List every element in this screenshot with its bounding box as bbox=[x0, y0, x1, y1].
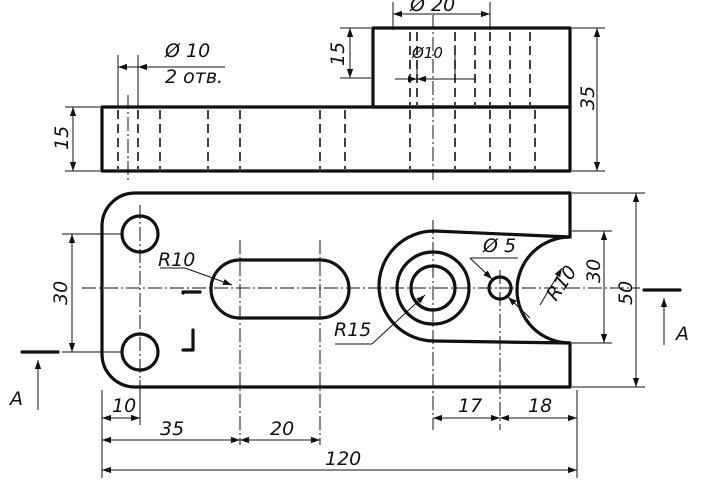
dim-holes-note: 2 отв. bbox=[165, 66, 223, 88]
dim-17: 17 bbox=[433, 395, 500, 422]
dim-120-label: 120 bbox=[325, 448, 361, 470]
dim-120: 120 bbox=[102, 448, 577, 474]
boss-outline bbox=[371, 26, 572, 109]
front-view: Ø 20 Ø10 Ø 10 2 отв. 15 bbox=[51, 0, 605, 180]
dim-holes: Ø 10 2 отв. bbox=[117, 40, 225, 107]
dim-overall-width-label: 50 bbox=[615, 281, 637, 305]
section-mark-right-label: A bbox=[674, 323, 689, 345]
dim-notch-radius: R10 bbox=[539, 262, 582, 306]
dim-18: 18 bbox=[500, 395, 577, 422]
dim-35-label: 35 bbox=[160, 418, 184, 440]
dim-slot-radius-label: R10 bbox=[158, 249, 195, 271]
dim-base-height-label: 15 bbox=[51, 126, 73, 150]
dim-boss-radius: R15 bbox=[334, 294, 426, 345]
dim-boss-radius-label: R15 bbox=[334, 319, 371, 341]
dim-base-height: 15 bbox=[51, 106, 100, 172]
boss-hidden-lines bbox=[409, 32, 531, 105]
dim-total-height: 35 bbox=[572, 27, 605, 172]
section-mark-left: A bbox=[8, 350, 60, 410]
section-cut-mark-top bbox=[181, 290, 202, 295]
dim-holes-label: Ø 10 bbox=[164, 40, 210, 62]
dim-10-label: 10 bbox=[112, 395, 136, 417]
dim-hole-spacing: 30 bbox=[50, 233, 122, 353]
dim-small-hole-label: Ø 5 bbox=[482, 235, 516, 257]
dim-notch-width-label: 30 bbox=[583, 259, 605, 283]
section-mark-left-label: A bbox=[8, 388, 23, 410]
dim-total-height-label: 35 bbox=[577, 86, 599, 110]
dim-hole-spacing-label: 30 bbox=[50, 281, 72, 305]
section-mark-right: A bbox=[642, 288, 689, 345]
dim-10: 10 bbox=[102, 395, 140, 422]
slot bbox=[209, 258, 351, 320]
plan-outline bbox=[100, 191, 572, 389]
dim-17-label: 17 bbox=[458, 395, 482, 417]
section-cut-mark-bottom bbox=[181, 328, 195, 352]
dim-boss-outer: Ø 20 bbox=[392, 0, 491, 30]
dim-slot-radius: R10 bbox=[158, 249, 233, 286]
dim-20-label: 20 bbox=[270, 418, 294, 440]
dim-boss-height: 15 bbox=[327, 27, 371, 79]
dim-boss-outer-label: Ø 20 bbox=[409, 0, 455, 16]
dim-boss-height-label: 15 bbox=[327, 42, 349, 66]
base-plate-outline bbox=[100, 105, 572, 173]
plan-boss-outline bbox=[377, 229, 572, 345]
dim-boss-inner-label: Ø10 bbox=[411, 44, 443, 62]
base-hidden-lines bbox=[117, 110, 536, 169]
dim-20: 20 bbox=[240, 418, 320, 444]
dim-boss-inner: Ø10 bbox=[395, 44, 476, 83]
dim-18-label: 18 bbox=[528, 395, 552, 417]
dim-notch-radius-label: R10 bbox=[542, 262, 581, 305]
dim-overall-width: 50 bbox=[572, 192, 645, 388]
dim-notch-width: 30 bbox=[572, 230, 612, 344]
dim-small-hole: Ø 5 bbox=[469, 235, 531, 319]
plan-view: R10 R15 Ø 5 R10 30 bbox=[8, 191, 689, 478]
dim-35: 35 bbox=[102, 418, 240, 444]
